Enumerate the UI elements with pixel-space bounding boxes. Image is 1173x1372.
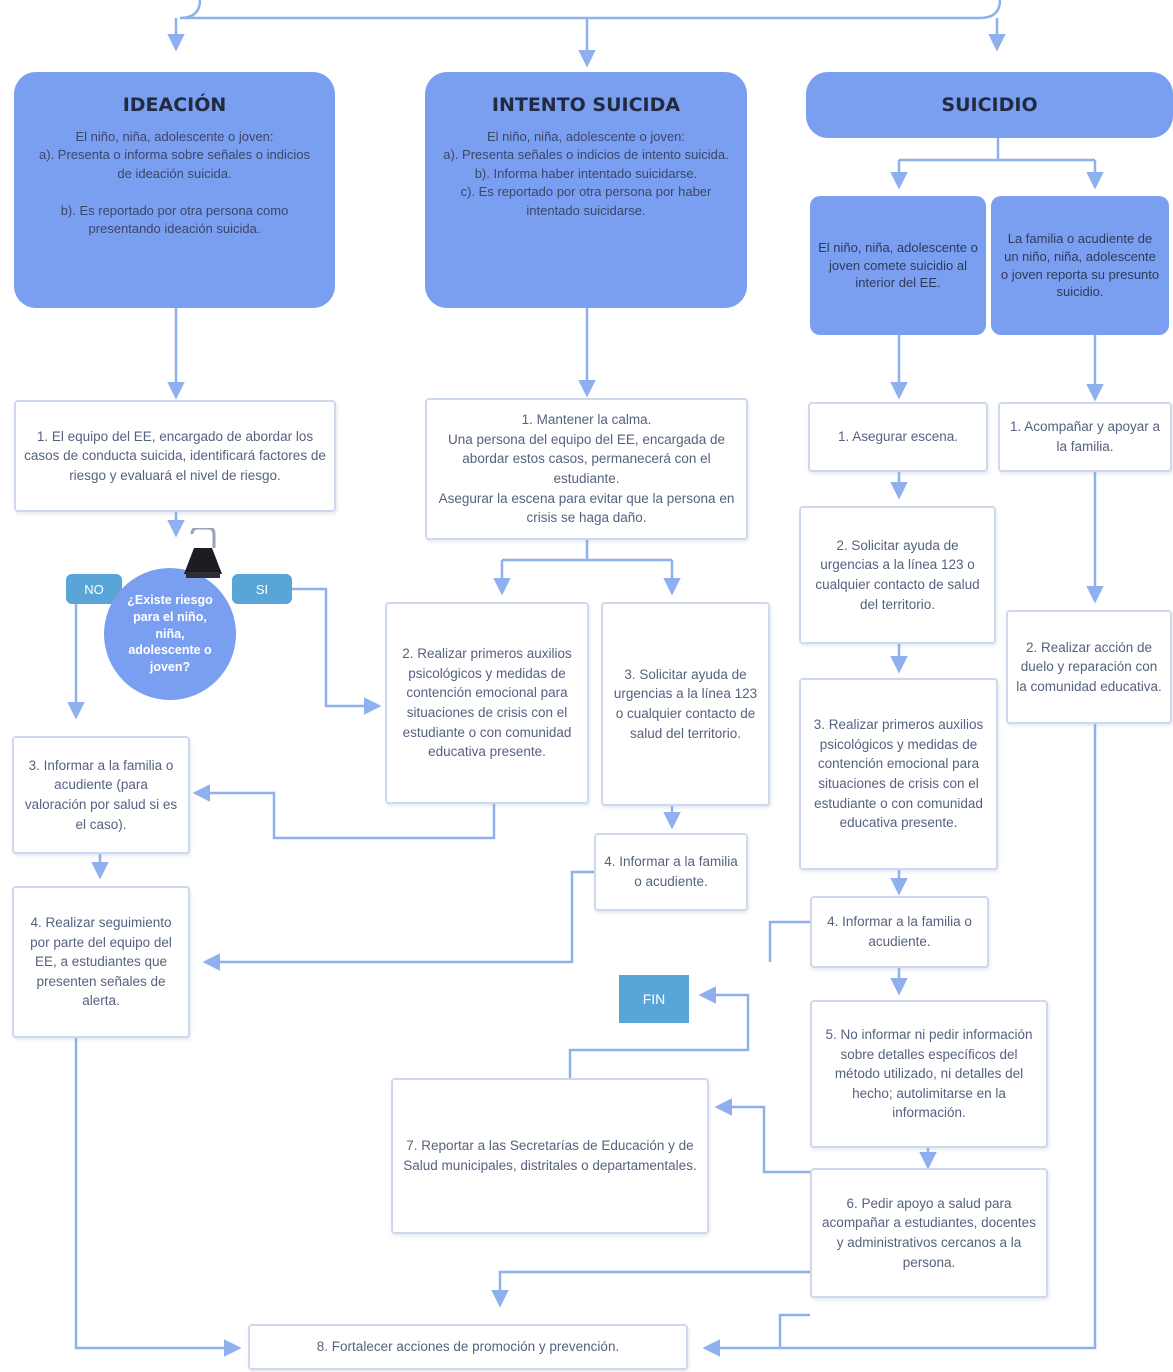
intento-title: INTENTO SUICIDA [491, 94, 681, 116]
intento-step-2: 2. Realizar primeros auxilios psicológic… [385, 602, 589, 804]
ideacion-title: IDEACIÓN [122, 94, 227, 116]
suicidio-step-2: 2. Solicitar ayuda de urgencias a la lín… [799, 506, 996, 644]
suicidio-case-family-report: La familia o acudiente de un niño, niña,… [991, 196, 1169, 335]
report-secretarias-step: 7. Reportar a las Secretarías de Educaci… [391, 1078, 709, 1234]
intento-description: El niño, niña, adolescente o joven: a). … [443, 129, 729, 218]
risk-decision-node: ¿Existe riesgo para el niño, niña, adole… [104, 568, 236, 700]
intento-header: INTENTO SUICIDA El niño, niña, adolescen… [425, 72, 747, 308]
suicidio-step-3: 3. Realizar primeros auxilios psicológic… [799, 678, 998, 870]
decision-si-label: SI [232, 574, 292, 604]
suicidio-step-4: 4. Informar a la familia o acudiente. [810, 896, 989, 968]
intento-step-1: 1. Mantener la calma. Una persona del eq… [425, 398, 748, 540]
suicidio-title: SUICIDIO [941, 94, 1038, 116]
ideacion-description: El niño, niña, adolescente o joven: a). … [39, 129, 310, 237]
ideacion-step-1: 1. El equipo del EE, encargado de aborda… [14, 400, 336, 512]
suicidio-header: SUICIDIO [806, 72, 1173, 138]
suicidio-step-5: 5. No informar ni pedir información sobr… [810, 1000, 1048, 1148]
binder-clip-icon [184, 528, 222, 578]
suicidio-family-step-2: 2. Realizar acción de duelo y reparación… [1006, 610, 1172, 724]
ideacion-header: IDEACIÓN El niño, niña, adolescente o jo… [14, 72, 335, 308]
suicidio-case-inside-ee: El niño, niña, adolescente o joven comet… [810, 196, 986, 335]
ideacion-step-3: 3. Informar a la familia o acudiente (pa… [12, 736, 190, 854]
intento-step-4: 4. Informar a la familia o acudiente. [594, 833, 748, 911]
suicidio-family-step-1: 1. Acompañar y apoyar a la familia. [998, 402, 1172, 472]
ideacion-step-4: 4. Realizar seguimiento por parte del eq… [12, 886, 190, 1038]
strengthen-prevention-step: 8. Fortalecer acciones de promoción y pr… [248, 1324, 688, 1370]
suicidio-step-6: 6. Pedir apoyo a salud para acompañar a … [810, 1168, 1048, 1298]
intento-step-3: 3. Solicitar ayuda de urgencias a la lín… [601, 602, 770, 806]
suicidio-step-1: 1. Asegurar escena. [808, 402, 988, 472]
fin-terminal: FIN [619, 975, 689, 1023]
